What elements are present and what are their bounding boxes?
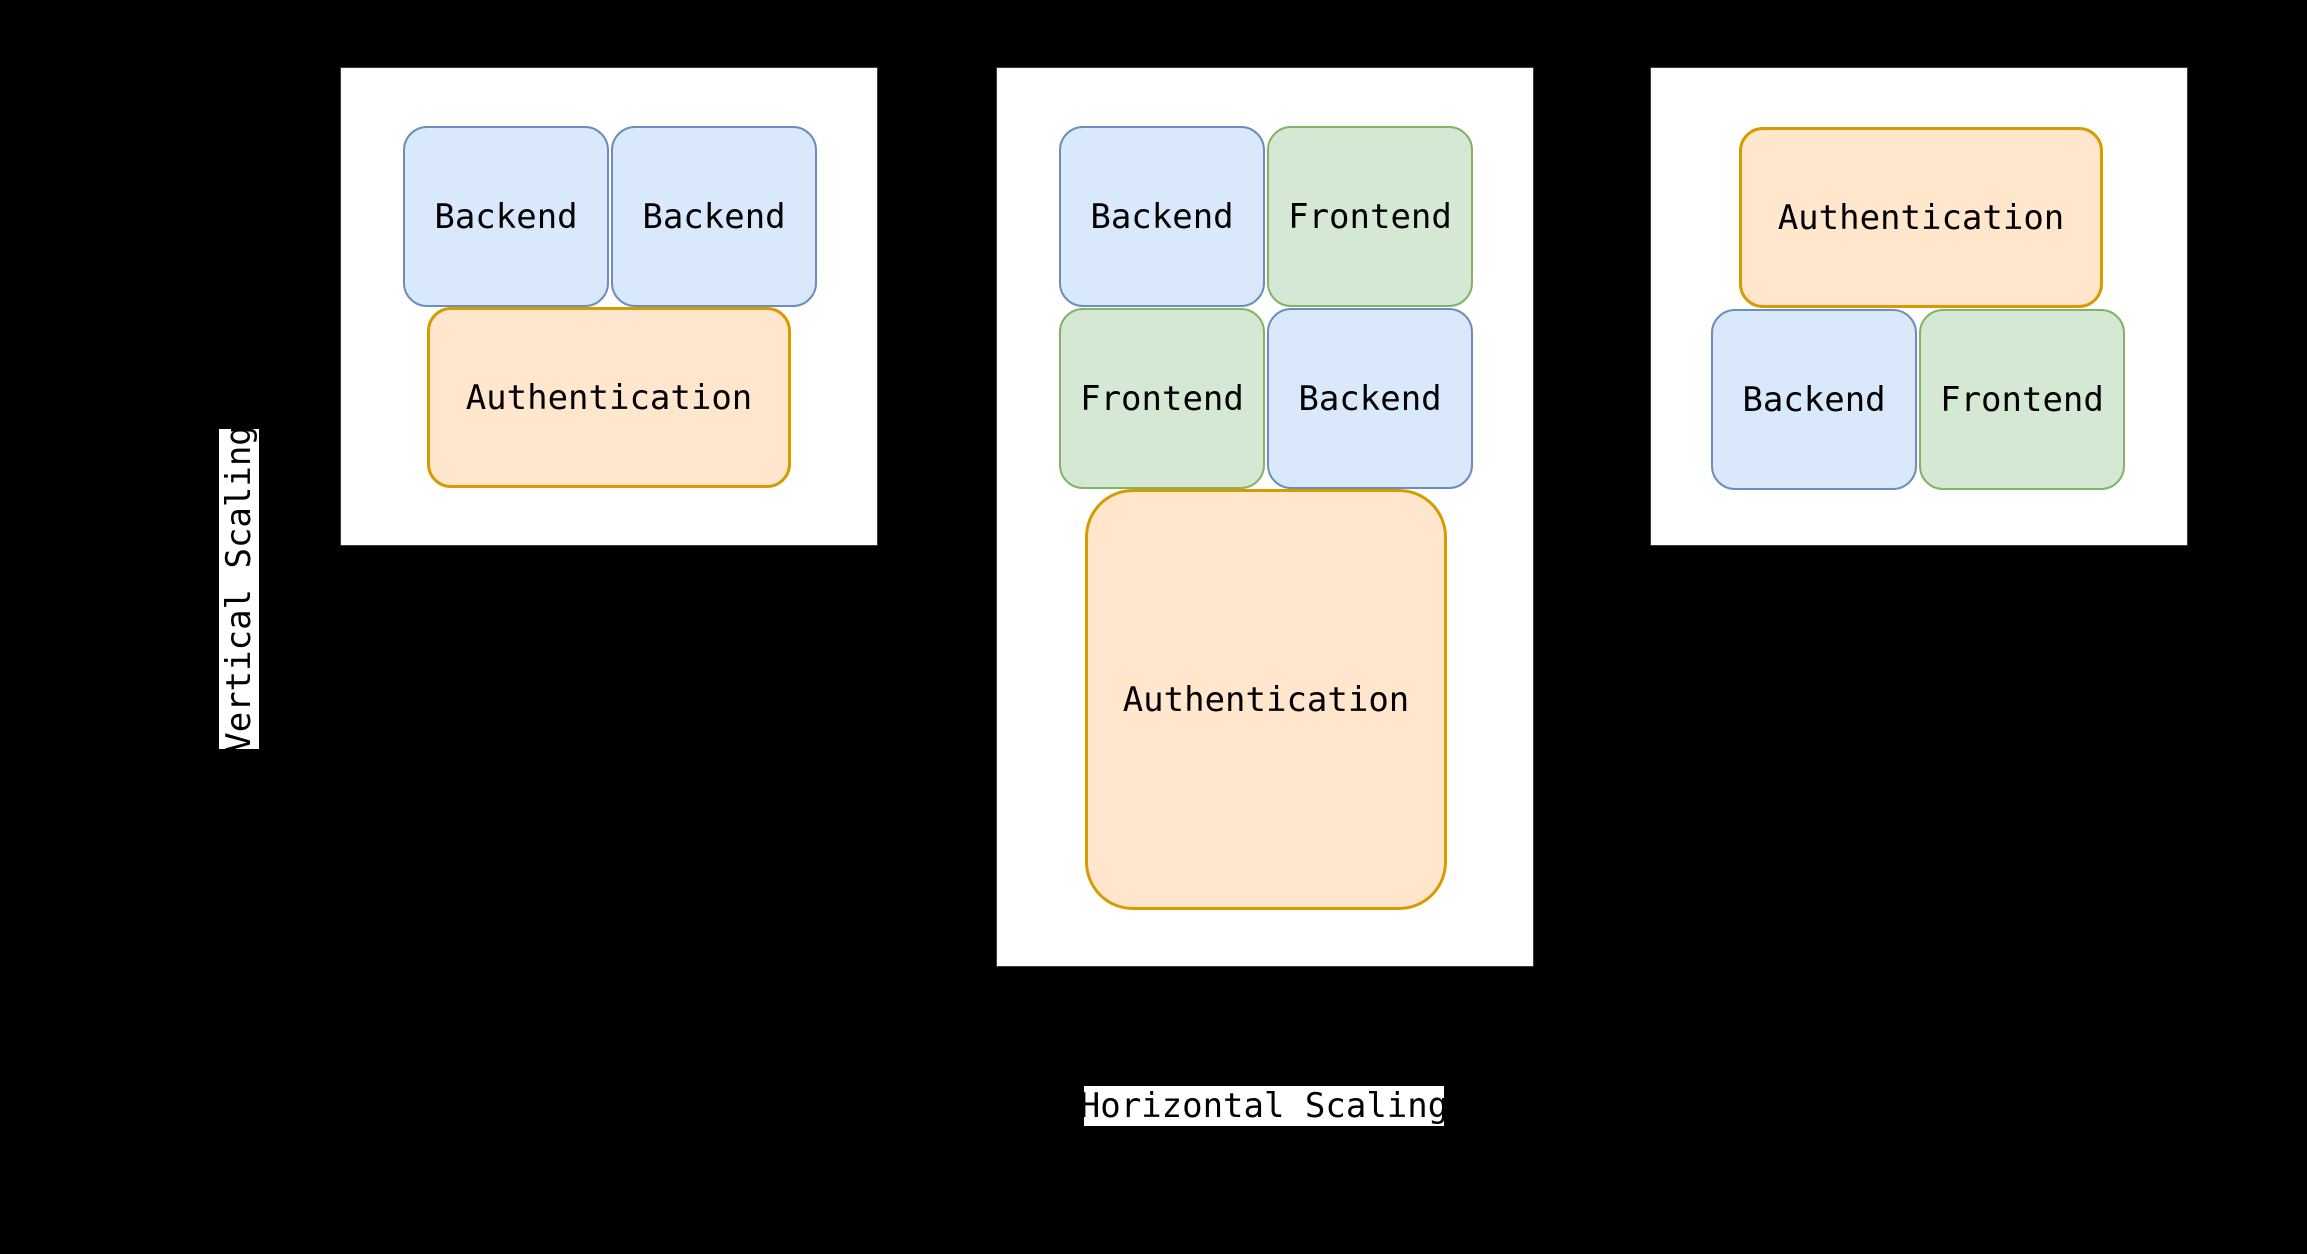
- node-authentication: Authentication: [1739, 127, 2103, 308]
- node-backend: Backend: [1711, 309, 1917, 490]
- node-backend: Backend: [1059, 126, 1265, 307]
- node-authentication: Authentication: [1085, 489, 1447, 910]
- node-backend: Backend: [1267, 308, 1473, 489]
- horizontal-scaling-label: Horizontal Scaling: [1079, 1086, 1449, 1126]
- vertical-scaling-label: Vertical Scaling: [219, 425, 259, 753]
- node-backend: Backend: [403, 126, 609, 307]
- node-frontend: Frontend: [1267, 126, 1473, 307]
- node-frontend: Frontend: [1919, 309, 2125, 490]
- node-backend: Backend: [611, 126, 817, 307]
- node-frontend: Frontend: [1059, 308, 1265, 489]
- node-authentication: Authentication: [427, 307, 791, 488]
